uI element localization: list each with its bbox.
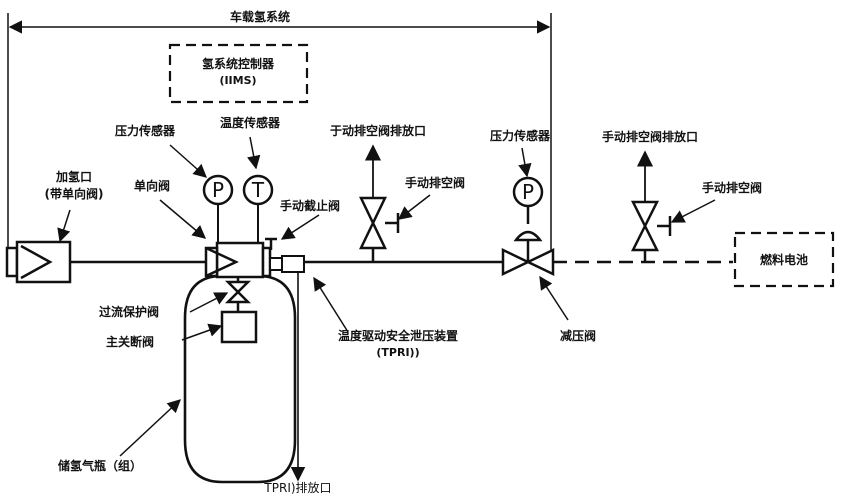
system-boundary — [7, 13, 552, 265]
temperature-gauge-icon — [242, 174, 274, 206]
manual-vent-outlet-right-label: 手动排空阀排放口 — [602, 129, 698, 144]
temperature-gauge-letter: T — [251, 178, 265, 202]
excess-flow-valve-label: 过流保护阀 — [99, 304, 159, 319]
fuel-cell-box — [733, 231, 835, 288]
manual-vent-outlet-mid-label: 于动排空阀排放口 — [330, 123, 426, 138]
pressure-gauge-letter: P — [212, 178, 224, 202]
pressure-sensor-right-label: 压力传感器 — [490, 128, 551, 143]
manual-vent-valve-right-symbol — [630, 150, 672, 262]
tprd-device — [269, 255, 306, 482]
manual-shutoff-valve-label: 手动截止阀 — [280, 198, 340, 213]
valve-block — [204, 237, 277, 279]
check-valve-label: 单向阀 — [134, 178, 170, 193]
fuel-cell-label: 燃料电池 — [760, 252, 808, 267]
pressure-sensor-left-label: 压力传感器 — [115, 123, 176, 138]
pressure-gauge-icon — [202, 174, 234, 206]
pressure-gauge-right-icon — [512, 176, 544, 208]
tank-label: 储氢气瓶（组） — [58, 458, 142, 473]
tprd-outlet-label: TPRI)排放口 — [263, 480, 331, 495]
controller-box — [168, 43, 309, 104]
refuel-port-label: 加氢口 — [55, 169, 92, 184]
main-shutoff-valve-label: 主关断阀 — [106, 334, 154, 349]
pressure-gauge-right-letter: P — [522, 180, 534, 204]
refuel-port — [5, 240, 72, 284]
controller-abbr: (IIMS) — [219, 74, 256, 87]
tprd-label: 温度驱动安全泄压装置 — [338, 328, 458, 343]
manual-vent-valve-right-label: 手动排空阀 — [702, 180, 762, 195]
leader-arrows — [57, 136, 716, 457]
temperature-sensor-label: 温度传感器 — [220, 115, 281, 130]
manual-vent-valve-mid-label: 手动排空阀 — [405, 175, 465, 190]
system-title: 车载氢系统 — [230, 9, 290, 24]
refuel-port-sub-label: (带单向阀) — [45, 186, 104, 201]
tprd-abbr-label: (TPRI)) — [376, 346, 419, 359]
controller-name: 氢系统控制器 — [202, 56, 275, 71]
gauge-stems-left — [217, 205, 259, 243]
manual-vent-valve-mid-symbol — [359, 144, 400, 262]
pressure-reducer-label: 减压阀 — [560, 328, 596, 343]
pressure-reducer-symbol — [501, 206, 555, 276]
